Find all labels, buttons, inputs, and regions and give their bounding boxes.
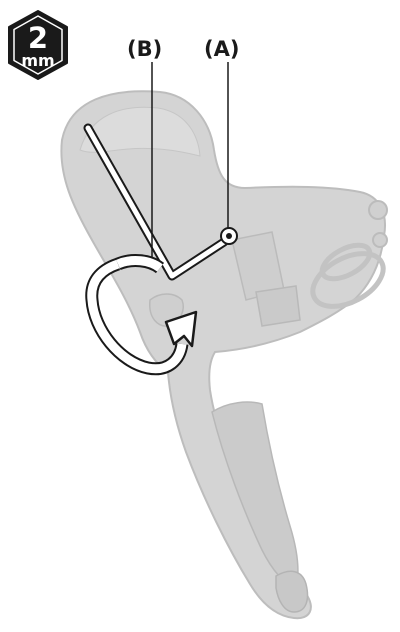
tool-size-badge: 2 mm <box>7 10 69 80</box>
callout-a-label: (A) <box>204 38 239 60</box>
callout-b-label: (B) <box>127 38 162 60</box>
tool-size-unit: mm <box>7 53 69 69</box>
tool-size-value: 2 <box>7 24 69 53</box>
adjustment-screw-icon <box>221 228 237 244</box>
